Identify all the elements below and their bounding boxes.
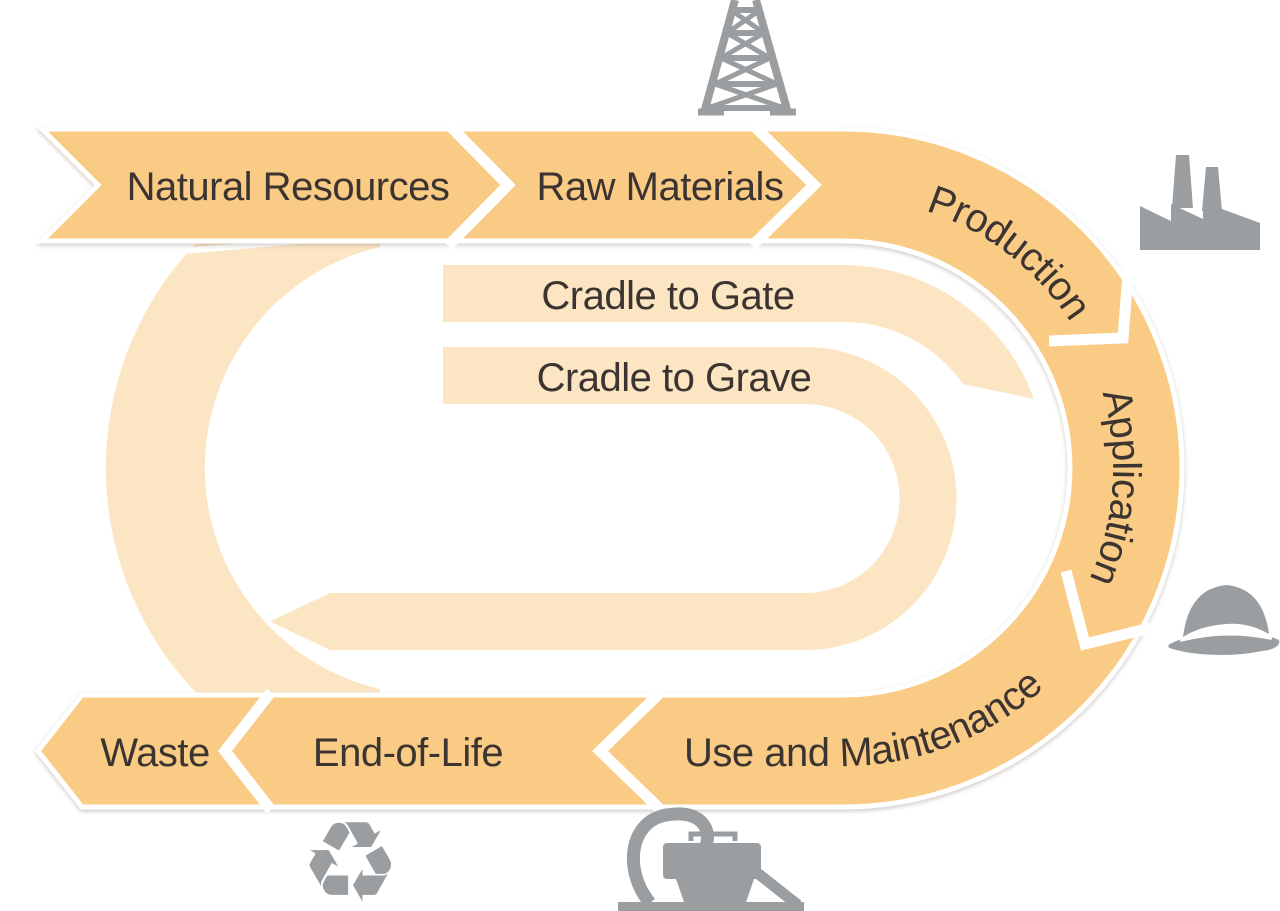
hard-hat-icon: [1168, 585, 1280, 655]
oil-derrick-icon: [698, 0, 796, 116]
separator-chevron: [1048, 260, 1135, 347]
separator-chevron: [592, 688, 665, 814]
recycling-icon: ♻: [300, 798, 400, 911]
separator-chevron: [444, 120, 516, 250]
recycle-loop-band: [105, 147, 381, 789]
stage-label-end-of-life: End-of-Life: [313, 731, 503, 775]
stage-label-waste: Waste: [100, 731, 209, 775]
separator-chevron: [218, 688, 276, 814]
scope-label-cradle-to-grave: Cradle to Grave: [537, 356, 812, 400]
stage-label-raw-materials: Raw Materials: [537, 165, 784, 209]
scope-labels: Cradle to Gate Cradle to Grave: [537, 274, 812, 400]
stage-label-natural-resources: Natural Resources: [127, 165, 450, 209]
main-lifecycle-band: [34, 126, 1185, 810]
cradle-to-gate-band: [443, 264, 1034, 399]
separator-chevron: [748, 120, 822, 250]
cleaning-machine-icon: [618, 807, 804, 911]
stage-separators: [218, 120, 1152, 814]
factory-icon: [1140, 155, 1260, 250]
scope-label-cradle-to-gate: Cradle to Gate: [541, 274, 794, 318]
recycling-glyph: ♻: [300, 798, 400, 911]
separator-chevron: [1060, 569, 1152, 651]
cradle-to-grave-band: [270, 347, 957, 650]
